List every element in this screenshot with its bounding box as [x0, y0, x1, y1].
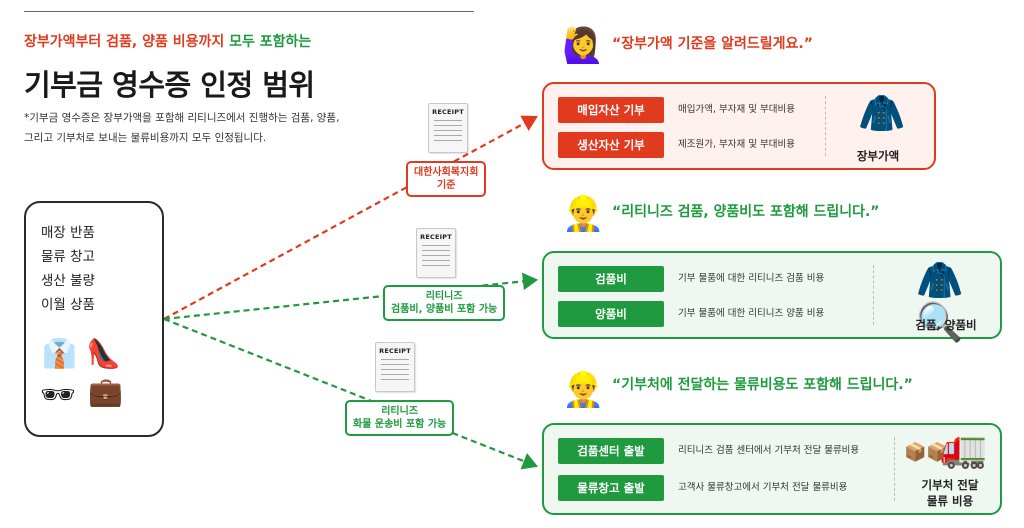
- badge-welfare-standard: 대한사회복지회 기준: [406, 161, 487, 197]
- page-description: *기부금 영수증은 장부가액을 포함해 리티니즈에서 진행하는 검품, 양품, …: [24, 108, 369, 148]
- source-list: 매장 반품 물류 창고 생산 불량 이월 상품: [41, 221, 95, 317]
- item-label-line: 검품, 양품비: [915, 318, 977, 332]
- item-label-line: 기부처 전달: [921, 478, 979, 492]
- receipt-title: RECEIPT: [432, 108, 464, 116]
- subtitle-highlight: 장부가액부터 검품, 양품 비용까지: [24, 34, 225, 50]
- description-line: *기부금 영수증은 장부가액을 포함해 리티니즈에서 진행하는 검품, 양품,: [24, 112, 340, 124]
- subtitle-accent: 모두 포함하는: [229, 34, 312, 50]
- badge-line: 화물 운송비 포함 가능: [353, 419, 447, 430]
- receipt-title: RECEIPT: [420, 233, 452, 241]
- row-label-warehouse-departure: 물류창고 출발: [558, 475, 664, 501]
- woman-raising-hand-icon: 🙋‍♀️: [562, 26, 605, 66]
- description-line: 그리고 기부처로 보내는 물류비용까지 모두 인정됩니다.: [24, 132, 267, 144]
- source-item-store-returns: 매장 반품: [41, 225, 95, 241]
- briefcase-icon: 💼: [88, 375, 123, 408]
- quote-book-value: “장부가액 기준을 알려드릴게요.”: [612, 36, 813, 52]
- heel-icon: 👠: [86, 337, 121, 370]
- badge-line: 리티니즈: [381, 406, 419, 417]
- page-subtitle: 장부가액부터 검품, 양품 비용까지 모두 포함하는: [24, 31, 311, 51]
- worker-icon: 👷‍♂️: [562, 194, 605, 234]
- panel-book-value: 매입자산 기부 매입가액, 부자재 및 부대비용 생산자산 기부 제조원가, 부…: [542, 82, 936, 170]
- badge-line: 리티니즈: [425, 291, 463, 302]
- panel-inspection: 검품비 기부 물품에 대한 리티니즈 검품 비용 양품비 기부 물품에 대한 리…: [542, 251, 1002, 343]
- item-label-inspection: 검품, 양품비: [898, 317, 994, 333]
- divider: [894, 437, 895, 501]
- worker-icon: 👷‍♂️: [562, 370, 605, 410]
- row-desc: 고객사 물류창고에서 기부처 전달 물류비용: [678, 482, 848, 493]
- receipt-icon: RECEIPT: [375, 342, 415, 392]
- row-desc: 매입가액, 부자재 및 부대비용: [678, 104, 795, 115]
- sunglasses-icon: 🕶: [40, 378, 76, 411]
- row-desc: 기부 물품에 대한 리티니즈 검품 비용: [678, 273, 825, 284]
- row-label-production-asset: 생산자산 기부: [558, 132, 664, 158]
- top-divider: [24, 11, 474, 12]
- source-box: 매장 반품 물류 창고 생산 불량 이월 상품 👔 👠 🕶 💼: [24, 201, 164, 437]
- trench-coat-icon: 🧥: [858, 91, 906, 135]
- package-icon: 📦📦: [904, 442, 949, 463]
- receipt-title: RECEIPT: [379, 347, 411, 355]
- inspection-items-icon: 🧥🔍: [916, 258, 964, 344]
- source-item-warehouse: 물류 창고: [41, 249, 95, 265]
- panel-logistics: 검품센터 출발 리티니즈 검품 센터에서 기부처 전달 물류비용 물류창고 출발…: [542, 423, 1002, 515]
- badge-line: 대한사회복지회: [414, 167, 479, 178]
- receipt-icon: RECEIPT: [416, 228, 456, 278]
- item-label-line: 장부가액: [856, 149, 900, 163]
- receipt-icon: RECEIPT: [428, 103, 468, 153]
- row-desc: 제조원가, 부자재 및 부대비용: [678, 139, 795, 150]
- badge-inspection-costs: 리티니즈 검품비, 양품비 포함 가능: [383, 285, 506, 321]
- source-item-carryover: 이월 상품: [41, 297, 95, 313]
- badge-freight-costs: 리티니즈 화물 운송비 포함 가능: [345, 400, 455, 436]
- divider: [825, 96, 826, 156]
- item-label-line: 물류 비용: [926, 494, 974, 508]
- quote-logistics: “기부처에 전달하는 물류비용도 포함해 드립니다.”: [612, 377, 913, 393]
- quote-inspection: “리티니즈 검품, 양품비도 포함해 드립니다.”: [612, 204, 880, 220]
- delivery-truck-icon: 🚛: [940, 426, 988, 470]
- source-item-defects: 생산 불량: [41, 273, 95, 289]
- divider: [873, 265, 874, 325]
- item-label-logistics: 기부처 전달 물류 비용: [904, 477, 996, 509]
- row-label-center-departure: 검품센터 출발: [558, 438, 664, 464]
- arrow-to-logistics: [163, 317, 539, 470]
- row-label-quality-fee: 양품비: [558, 301, 664, 327]
- badge-line: 기준: [437, 180, 456, 191]
- row-desc: 리티니즈 검품 센터에서 기부처 전달 물류비용: [678, 445, 860, 456]
- page-title: 기부금 영수증 인정 범위: [24, 68, 315, 102]
- row-desc: 기부 물품에 대한 리티니즈 양품 비용: [678, 308, 825, 319]
- row-label-purchase-asset: 매입자산 기부: [558, 97, 664, 123]
- row-label-inspection-fee: 검품비: [558, 266, 664, 292]
- arrow-to-book-value: [163, 115, 538, 320]
- shirt-icon: 👔: [42, 337, 77, 370]
- item-label-book-value: 장부가액: [836, 148, 920, 164]
- badge-line: 검품비, 양품비 포함 가능: [391, 304, 498, 315]
